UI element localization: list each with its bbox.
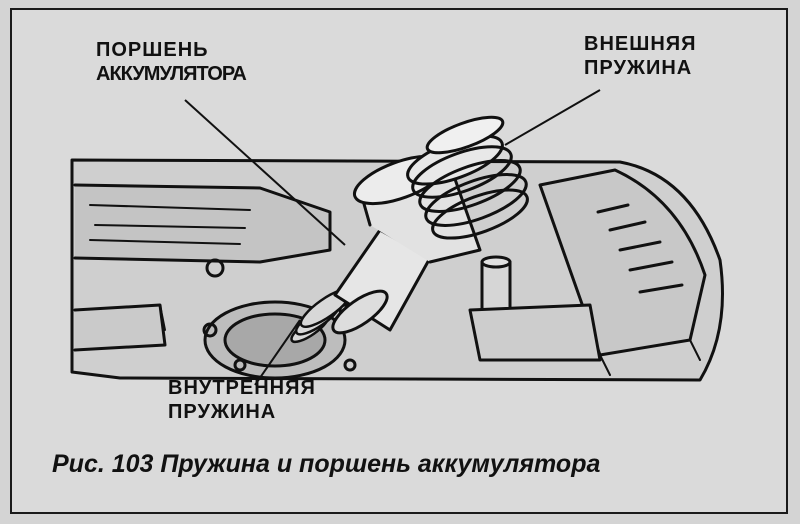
figure-caption: Рис. 103 Пружина и поршень аккумулятора <box>52 450 601 478</box>
outer-spring-label-line-1: ВНЕШНЯЯ <box>584 33 697 55</box>
piston-label-line-2: АККУМУЛЯТОРА <box>96 63 247 85</box>
outer-spring-label-line-2: ПРУЖИНА <box>584 57 693 79</box>
inner-spring-label-line-1: ВНУТРЕННЯЯ <box>168 377 316 399</box>
inner-spring-label-line-2: ПРУЖИНА <box>168 401 277 423</box>
outer-spring-label: ВНЕШНЯЯ ПРУЖИНА <box>584 32 697 80</box>
piston-label: ПОРШЕНЬ АККУМУЛЯТОРА <box>96 38 247 86</box>
inner-spring-label: ВНУТРЕННЯЯ ПРУЖИНА <box>168 376 316 424</box>
piston-label-line-1: ПОРШЕНЬ <box>96 39 209 61</box>
